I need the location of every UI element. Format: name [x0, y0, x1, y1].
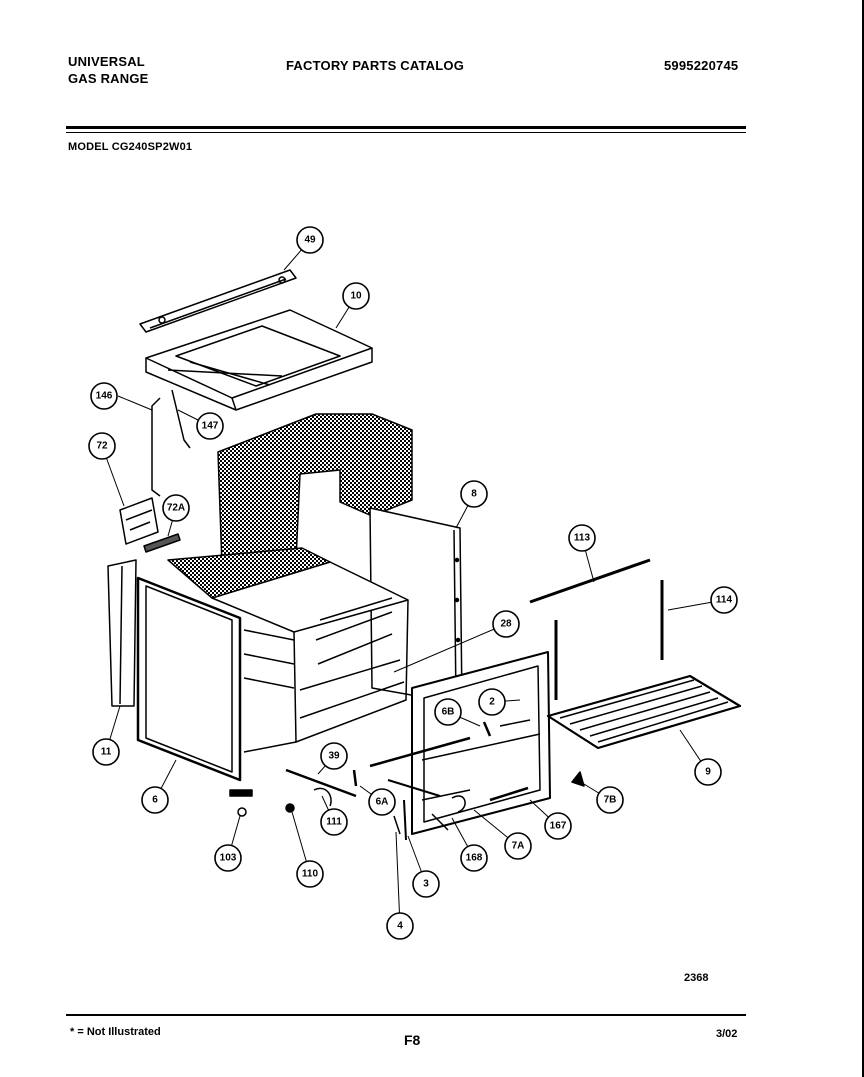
callout-9: 9 [694, 758, 722, 786]
callout-label: 8 [471, 489, 477, 500]
callout-label: 167 [550, 821, 567, 832]
model-number: MODEL CG240SP2W01 [68, 141, 193, 153]
callout-label: 72 [96, 441, 108, 452]
callout-111: 111 [320, 808, 348, 836]
callout-label: 4 [397, 921, 403, 932]
callout-72a: 72A [162, 494, 190, 522]
revision-date: 3/02 [716, 1028, 738, 1040]
callout-39: 39 [320, 742, 348, 770]
callout-label: 146 [96, 391, 113, 402]
header-rule-thick [66, 126, 746, 129]
callout-168: 168 [460, 844, 488, 872]
footer-rule [66, 1014, 746, 1016]
callout-49: 49 [296, 226, 324, 254]
callout-7b: 7B [596, 786, 624, 814]
rod-146-part [151, 397, 161, 497]
callout-110: 110 [296, 860, 324, 888]
callout-6: 6 [141, 786, 169, 814]
callout-label: 7B [604, 795, 617, 806]
callout-label: 2 [489, 697, 495, 708]
callout-label: 111 [326, 817, 342, 828]
catalog-title: FACTORY PARTS CATALOG [286, 58, 465, 73]
brand-line-2: GAS RANGE [68, 71, 149, 86]
callout-10: 10 [342, 282, 370, 310]
callout-3: 3 [412, 870, 440, 898]
callout-6a: 6A [368, 788, 396, 816]
callout-label: 110 [302, 869, 319, 880]
bracket-72-part [119, 497, 159, 545]
diagram-code: 2368 [684, 972, 709, 984]
callout-label: 103 [220, 853, 237, 864]
callout-label: 28 [500, 619, 512, 630]
callout-11: 11 [92, 738, 120, 766]
callout-72: 72 [88, 432, 116, 460]
callout-6b: 6B [434, 698, 462, 726]
callout-label: 49 [304, 235, 316, 246]
side-strip-11-part [107, 559, 137, 707]
page-number: F8 [404, 1032, 421, 1048]
rod-147-part [171, 389, 191, 449]
footnote: * = Not Illustrated [70, 1026, 161, 1038]
callout-label: 9 [705, 767, 711, 778]
callout-label: 10 [350, 291, 362, 302]
page-border [862, 0, 864, 1077]
callout-167: 167 [544, 812, 572, 840]
callout-146: 146 [90, 382, 118, 410]
callout-label: 6 [152, 795, 158, 806]
callout-2: 2 [478, 688, 506, 716]
catalog-number: 5995220745 [664, 58, 739, 73]
callout-28: 28 [492, 610, 520, 638]
callout-4: 4 [386, 912, 414, 940]
oven-rack-9-part [546, 674, 742, 750]
callout-group: 49 10 146 147 72 72A 8 113 114 28 2 6B 9 11 6 39 6A 103 11… [88, 226, 738, 940]
oven-body-part [167, 547, 409, 753]
callout-label: 6A [376, 797, 389, 808]
callout-label: 11 [101, 747, 112, 758]
callout-label: 168 [466, 853, 483, 864]
callout-label: 6B [442, 707, 455, 718]
hardware-parts [229, 721, 585, 841]
header-rule-thin [66, 132, 746, 133]
callout-label: 113 [574, 533, 591, 544]
callout-label: 7A [512, 841, 525, 852]
bracket-72a-part [143, 533, 181, 553]
rod-113-part [529, 558, 651, 604]
callout-label: 3 [423, 879, 429, 890]
callout-label: 147 [202, 421, 219, 432]
callout-114: 114 [710, 586, 738, 614]
callout-147: 147 [196, 412, 224, 440]
callout-label: 72A [167, 503, 185, 514]
callout-113: 113 [568, 524, 596, 552]
callout-label: 114 [716, 595, 733, 606]
top-bracket-part [139, 269, 297, 333]
brand-line-1: UNIVERSAL [68, 54, 145, 69]
cooktop-tray-part [145, 309, 373, 411]
callout-7a: 7A [504, 832, 532, 860]
door-frame-2-part [411, 651, 551, 835]
callout-label: 39 [328, 751, 340, 762]
callout-103: 103 [214, 844, 242, 872]
callout-8: 8 [460, 480, 488, 508]
front-frame-6-part [136, 576, 242, 782]
